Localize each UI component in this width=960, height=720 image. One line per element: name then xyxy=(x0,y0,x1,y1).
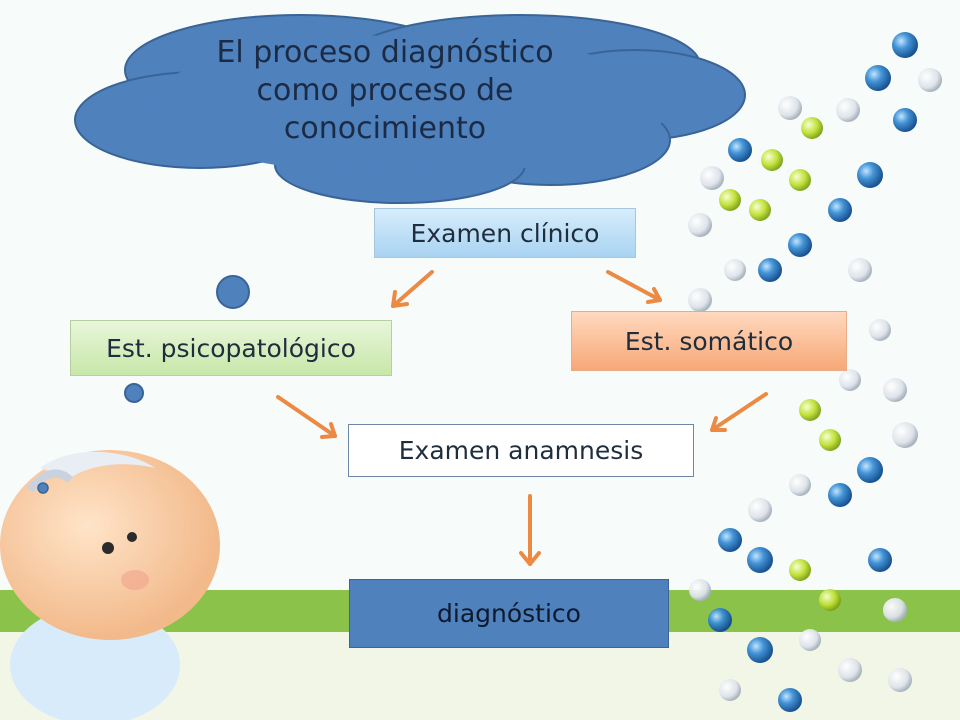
arrow-somatico-to-anamnesis xyxy=(710,392,768,432)
node-est-somatico: Est. somático xyxy=(571,311,847,371)
thought-cloud xyxy=(74,14,746,204)
node-diagnostico: diagnóstico xyxy=(349,579,669,648)
arrow-clinico-to-somatico xyxy=(606,270,662,304)
node-examen-clinico: Examen clínico xyxy=(374,208,636,258)
diagram-title: El proceso diagnóstico como proceso de c… xyxy=(165,34,605,148)
title-line-3: conocimiento xyxy=(283,111,487,146)
diagram-arrows xyxy=(276,270,768,566)
arrow-anamnesis-to-diagnostico xyxy=(519,494,541,566)
node-examen-anamnesis: Examen anamnesis xyxy=(348,424,694,477)
title-line-2: como proceso de xyxy=(256,73,514,108)
dna-helix-icon xyxy=(688,32,942,712)
baby-illustration xyxy=(0,450,220,720)
thought-bubble-medium xyxy=(124,383,144,403)
arrow-clinico-to-psicopatologico xyxy=(391,270,434,308)
thought-bubble-large xyxy=(216,275,250,309)
title-line-1: El proceso diagnóstico xyxy=(216,35,554,70)
thought-bubble-small xyxy=(37,482,49,494)
arrow-psicopatologico-to-anamnesis xyxy=(276,395,337,439)
node-est-psicopatologico: Est. psicopatológico xyxy=(70,320,392,376)
